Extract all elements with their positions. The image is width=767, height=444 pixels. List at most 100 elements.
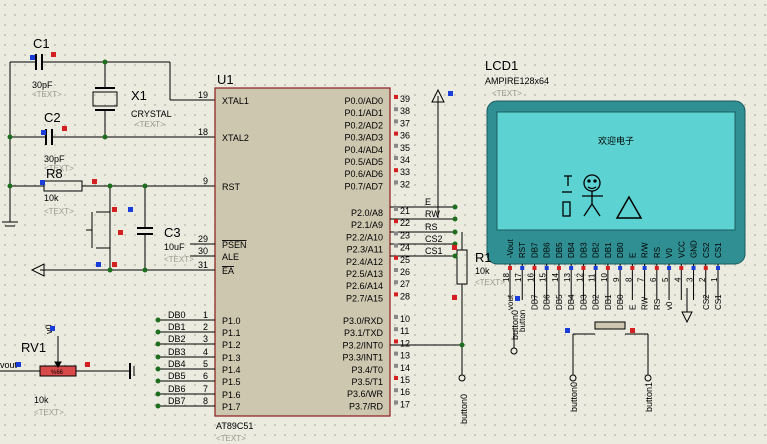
db-net-label: DB2 [168, 334, 186, 344]
lcd-pin-state [716, 266, 720, 270]
u1-pin-state [394, 156, 398, 160]
u1-text: <TEXT> [216, 434, 246, 443]
u1-pin-number: 23 [400, 230, 410, 240]
r1-ref: R1 [475, 250, 492, 265]
lcd-pin-number: 3 [686, 277, 695, 282]
u1-pin-name: P2.2/A10 [346, 232, 383, 242]
lcd-pin-state [520, 266, 525, 270]
u1-pin-state [394, 339, 398, 344]
u1-pin-number: 8 [203, 396, 208, 406]
u1-pin-name: P3.2/INT0 [342, 340, 383, 350]
u1-pin-name: P1.6 [222, 390, 241, 400]
lcd-pin-number: 14 [551, 273, 560, 282]
ctrl-net-label: RS [425, 222, 438, 232]
ctrl-net-label: RW [425, 209, 440, 219]
u1-pin-name: P2.4/A12 [346, 257, 383, 267]
lcd-net-label: CS1 [714, 294, 723, 310]
u1-pin-number: 7 [203, 384, 208, 394]
u1-pin-number: 25 [400, 255, 410, 265]
u1-pin-name: P1.0 [222, 316, 241, 326]
lcd-pin-name: VCC [677, 241, 686, 258]
lcd-model: AMPIRE128x64 [485, 76, 549, 86]
lcd-pin-number: 6 [649, 277, 658, 282]
lcd-net-label: E [628, 305, 637, 310]
r1-text: <TEXT> [475, 278, 505, 287]
u1-pin-number: 4 [203, 347, 208, 357]
lcd-pin-state [569, 266, 574, 270]
lcd-pin-labels: -Vout18voutRST17buttonDB716DB7DB615DB6DB… [502, 239, 723, 332]
u1-pin-number: 13 [400, 351, 410, 361]
lcd-net-label: DB1 [604, 294, 613, 310]
u1-pin-number: 21 [400, 206, 410, 216]
lcd-pin-state [703, 266, 708, 270]
lcd-pin-number: 2 [698, 277, 707, 282]
lcd-net-label: RS [653, 299, 662, 310]
u1-pin-state [394, 315, 398, 319]
lcd-net-label: RW [641, 296, 650, 310]
c3-text: <TEXT> [164, 255, 194, 264]
lcd-pin-number: 18 [502, 273, 511, 282]
rv1-text: <TEXT> [34, 408, 64, 417]
lcd-pin-number: 16 [526, 273, 535, 282]
ctrl-net-label: CS2 [425, 234, 443, 244]
c1-text: <TEXT> [32, 90, 62, 99]
lcd-net-label: DB6 [543, 294, 552, 310]
pin-markers [16, 52, 635, 367]
u1-pin-number: 32 [400, 179, 410, 189]
lcd-pin-number: 17 [514, 273, 523, 282]
u1-pin-number: 15 [400, 375, 410, 385]
lcd-pin-name: -Vout [506, 239, 515, 258]
u1-pin-state [394, 219, 398, 224]
u1-pin-state [394, 180, 398, 185]
u1-pin-number: 2 [203, 322, 208, 332]
u1-pin-name: P1.2 [222, 340, 241, 350]
u1-pin-name: EA [222, 266, 234, 276]
u1-pin-number: 1 [203, 310, 208, 320]
u1-pin-name: P3.1/TXD [344, 328, 384, 338]
u1-pin-state [394, 168, 398, 173]
lcd-net-label: vout [506, 294, 515, 310]
lcd-net-label: DB4 [567, 294, 576, 310]
u1-pin-name: P0.5/AD5 [344, 157, 383, 167]
lcd-pin-name: DB7 [530, 242, 539, 258]
lcd-pin-name: RST [518, 242, 527, 258]
u1-pin-number: 28 [400, 291, 410, 301]
u1-pin-state [394, 95, 398, 99]
u1-pin-state [394, 131, 398, 136]
lcd-pin-state [605, 266, 610, 270]
lcd-net-label: DB0 [616, 294, 625, 310]
rv1-ref: RV1 [21, 340, 46, 355]
lcd-pin-state [667, 266, 672, 270]
u1-pin-number: 16 [400, 387, 410, 397]
lcd-pin-number: 15 [539, 273, 548, 282]
lcd-pin-name: R/W [641, 242, 650, 258]
lcd-pin-name: DB0 [616, 242, 625, 258]
lcd-pin-name: DB1 [604, 242, 613, 258]
u1-pin-state [394, 292, 398, 297]
u1-pin-number: 12 [400, 338, 410, 348]
u1-pin-name: P0.4/AD4 [344, 145, 383, 155]
u1-pin-name: P3.0/RXD [343, 316, 384, 326]
pin-state-marker [448, 91, 453, 96]
pin-state-marker [16, 362, 21, 367]
right-pin-stubs [390, 88, 468, 382]
ctrl-net-label: E [425, 197, 431, 207]
db-net-label: DB5 [168, 371, 186, 381]
u1-pin-name: P1.1 [222, 328, 241, 338]
u1-pin-number: 18 [198, 127, 208, 137]
u1-pin-name: P0.3/AD3 [344, 133, 383, 143]
pin-state-marker [515, 296, 520, 301]
db-net-label: DB1 [168, 322, 186, 332]
u1-pin-number: 35 [400, 143, 410, 153]
u1-pin-state [394, 280, 398, 285]
lcd-net-label: CS2 [702, 294, 711, 310]
pin-state-marker [452, 295, 457, 300]
u1-pin-state [394, 363, 398, 368]
lcd-pin-state [593, 266, 598, 270]
pin-state-marker [62, 126, 67, 131]
c1-value: 30pF [32, 80, 53, 90]
lcd-pin-name: DB6 [543, 242, 552, 258]
rv1-wiper: %66 [51, 370, 64, 376]
u1-pin-number: 26 [400, 267, 410, 277]
